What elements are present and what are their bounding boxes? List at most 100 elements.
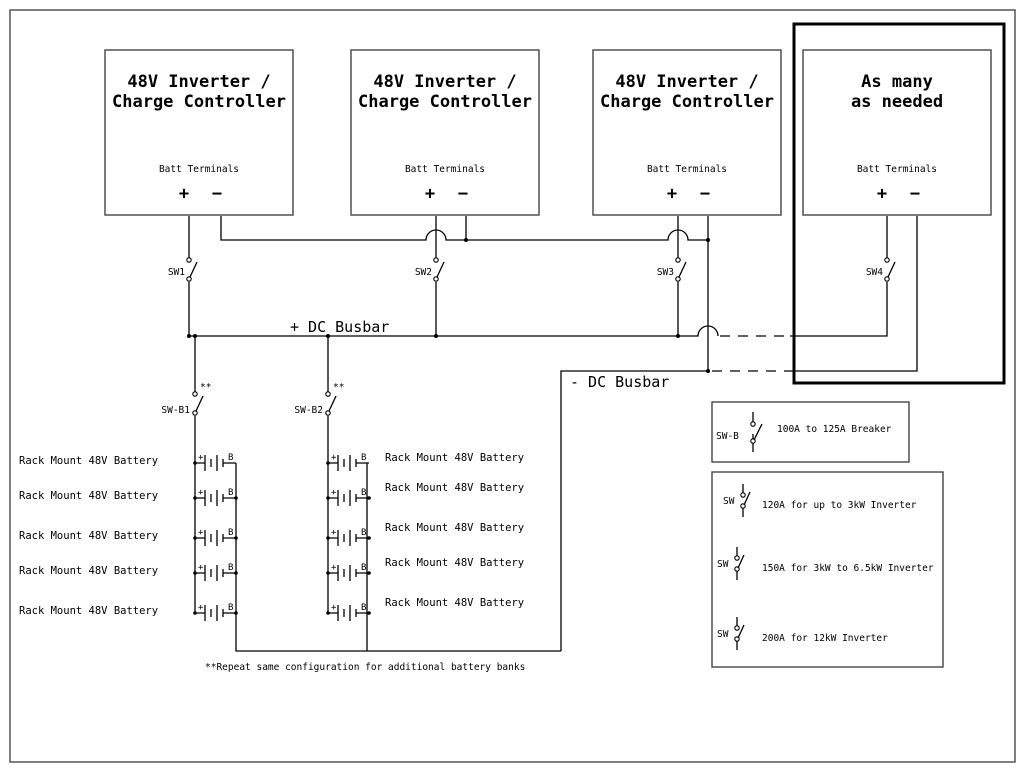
battery-plus: + (331, 528, 337, 538)
legend-switch-text: 120A for up to 3kW Inverter (762, 500, 917, 511)
switch-sw1: SW1 (168, 257, 198, 282)
legend-switch-text: 150A for 3kW to 6.5kW Inverter (762, 563, 934, 574)
minus-terminal: − (910, 184, 920, 204)
positive-busbar (189, 325, 719, 337)
switch-sw2: SW2 (415, 257, 445, 282)
breaker-marker: ** (333, 382, 344, 393)
battery-minus: B (361, 488, 366, 498)
battery-plus: + (198, 488, 204, 498)
battery-bank-1: SW-B1 ** + B Rack Mount 48V Battery + B Rack Mo… (19, 382, 238, 621)
battery: + B Rack Mount 48V Battery (326, 452, 524, 471)
negative-busbar (560, 370, 708, 651)
inverter-title-line2: as needed (851, 92, 943, 112)
battery-label: Rack Mount 48V Battery (19, 455, 158, 467)
battery-minus: B (361, 453, 366, 463)
negative-busbar-label: - DC Busbar (570, 373, 669, 391)
expansion-group-border (792, 22, 1006, 385)
battery-minus: B (361, 528, 366, 538)
inv4-minus-wire (790, 216, 918, 372)
inverter-title-line1: As many (861, 72, 933, 92)
switch-label: SW3 (657, 267, 674, 278)
battery-minus: B (228, 528, 233, 538)
legend-switch-3: SW 200A for 12kW Inverter (717, 617, 888, 650)
bank-return-wire (235, 463, 561, 652)
breaker-label: SW-B2 (294, 405, 323, 416)
battery-plus: + (331, 488, 337, 498)
battery-minus: B (361, 563, 366, 573)
battery-label: Rack Mount 48V Battery (19, 530, 158, 542)
inverter-title-line2: Charge Controller (358, 92, 532, 112)
battery-plus: + (331, 453, 337, 463)
batt-terminals-label: Batt Terminals (857, 164, 937, 175)
legend-switch-label: SW (717, 629, 729, 640)
battery-plus: + (198, 563, 204, 573)
legend-breaker-label: SW-B (716, 431, 739, 442)
battery: + B Rack Mount 48V Battery (19, 453, 236, 471)
switch-sw4: SW4 (866, 257, 896, 282)
battery-label: Rack Mount 48V Battery (19, 605, 158, 617)
plus-terminal: + (877, 184, 887, 204)
battery-plus: + (198, 453, 204, 463)
wiring (187, 216, 918, 652)
battery-label: Rack Mount 48V Battery (19, 565, 158, 577)
breaker-sw-b1 (192, 391, 204, 416)
plus-terminal: + (425, 184, 435, 204)
plus-terminal: + (179, 184, 189, 204)
battery-bank-2: SW-B2 ** + B Rack Mount 48V Battery + B Rack Mo… (294, 382, 524, 621)
battery-label: Rack Mount 48V Battery (385, 597, 524, 609)
battery: + B Rack Mount 48V Battery (19, 488, 238, 506)
battery: + B Rack Mount 48V Battery (326, 597, 524, 621)
legend-switch-text: 200A for 12kW Inverter (762, 633, 888, 644)
legend-switch-label: SW (723, 496, 735, 507)
legend-switches-box (711, 471, 944, 668)
page-frame (9, 9, 1016, 763)
breaker-label: SW-B1 (161, 405, 190, 416)
batt-terminals-label: Batt Terminals (405, 164, 485, 175)
battery-label: Rack Mount 48V Battery (385, 482, 524, 494)
battery-minus: B (228, 603, 233, 613)
legend-switch-1: SW 120A for up to 3kW Inverter (723, 484, 917, 517)
battery-label: Rack Mount 48V Battery (385, 452, 524, 464)
battery: + B Rack Mount 48V Battery (326, 482, 524, 506)
negative-interconnect-wire (220, 216, 708, 241)
minus-terminal: − (700, 184, 710, 204)
inv4-plus-wire (790, 216, 888, 337)
battery: + B Rack Mount 48V Battery (19, 563, 238, 581)
batt-terminals-label: Batt Terminals (159, 164, 239, 175)
inverter-title-line1: 48V Inverter / (373, 72, 516, 92)
minus-terminal: − (212, 184, 222, 204)
inverter-title-line2: Charge Controller (600, 92, 774, 112)
battery: + B Rack Mount 48V Battery (326, 557, 524, 581)
switch-label: SW2 (415, 267, 432, 278)
footnote: **Repeat same configuration for addition… (205, 662, 525, 673)
legend-breaker-text: 100A to 125A Breaker (777, 424, 892, 435)
battery-label: Rack Mount 48V Battery (385, 522, 524, 534)
battery-plus: + (331, 563, 337, 573)
switch-label: SW4 (866, 267, 883, 278)
battery-minus: B (228, 488, 233, 498)
batt-terminals-label: Batt Terminals (647, 164, 727, 175)
inverter-title-line1: 48V Inverter / (127, 72, 270, 92)
plus-terminal: + (667, 184, 677, 204)
inverter-title-line1: 48V Inverter / (615, 72, 758, 92)
positive-busbar-label: + DC Busbar (290, 318, 389, 336)
breaker-marker: ** (200, 382, 211, 393)
legend-breaker: SW-B 100A to 125A Breaker (711, 401, 910, 463)
battery-plus: + (331, 603, 337, 613)
switch-label: SW1 (168, 267, 185, 278)
battery: + B Rack Mount 48V Battery (326, 522, 524, 546)
battery-label: Rack Mount 48V Battery (19, 490, 158, 502)
battery-minus: B (228, 563, 233, 573)
breaker-sw-b2 (325, 391, 337, 416)
minus-terminal: − (458, 184, 468, 204)
battery-minus: B (361, 603, 366, 613)
battery-label: Rack Mount 48V Battery (385, 557, 524, 569)
battery-plus: + (198, 528, 204, 538)
battery-minus: B (228, 453, 233, 463)
